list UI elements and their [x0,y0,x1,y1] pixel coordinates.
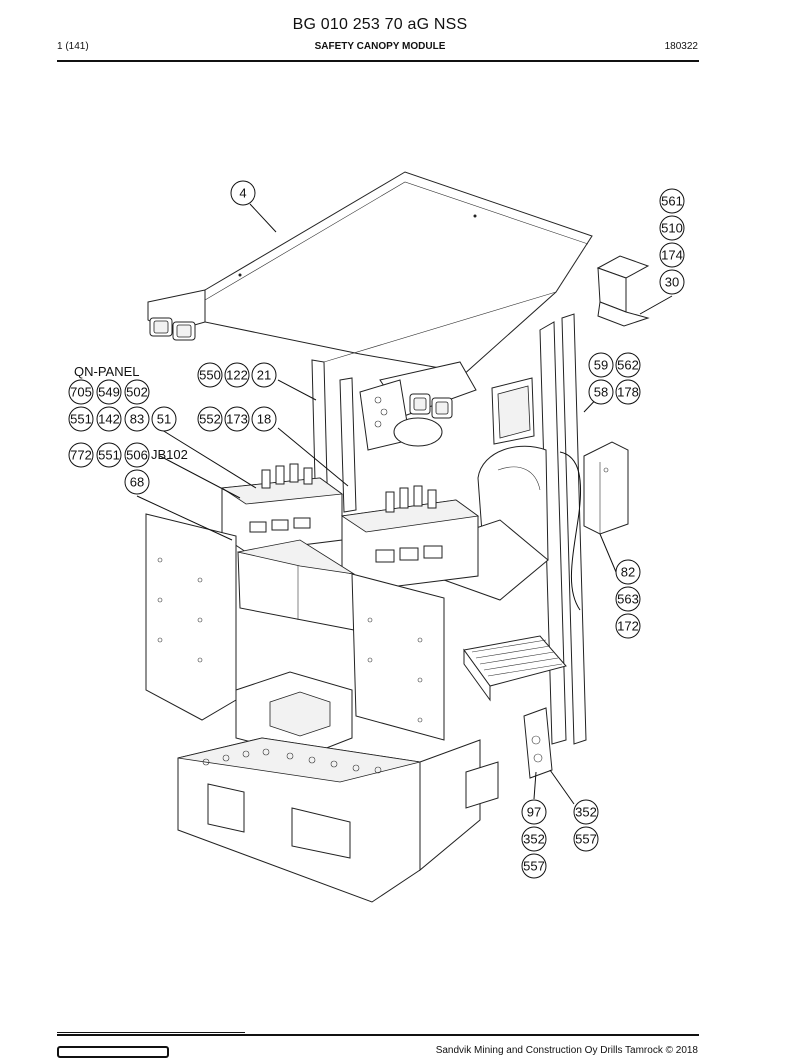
svg-text:51: 51 [157,412,171,427]
document-title: SAFETY CANOPY MODULE [314,41,446,52]
svg-text:561: 561 [661,194,683,209]
callout-58: 58 [588,379,614,405]
callout-352-a: 352 [573,799,599,825]
leader-lines [136,203,673,805]
callout-562: 562 [615,352,641,378]
callout-142: 142 [96,406,122,432]
battery-box [237,539,355,631]
callout-772: 772 [68,442,94,468]
svg-text:557: 557 [523,859,545,874]
svg-text:705: 705 [70,385,92,400]
svg-text:772: 772 [70,448,92,463]
callout-59: 59 [588,352,614,378]
callout-550: 550 [197,362,223,388]
svg-text:97: 97 [527,805,541,820]
callout-4: 4 [230,180,256,206]
svg-text:142: 142 [98,412,120,427]
svg-text:83: 83 [130,412,144,427]
callout-563: 563 [615,586,641,612]
svg-text:4: 4 [239,186,246,201]
hose [559,451,582,611]
step-grating [463,635,567,702]
callout-557-b: 557 [521,853,547,879]
svg-text:59: 59 [594,358,608,373]
svg-text:30: 30 [665,275,679,290]
svg-text:550: 550 [199,368,221,383]
sandvik-logo [57,1046,169,1058]
callout-549: 549 [96,379,122,405]
svg-text:352: 352 [523,832,545,847]
base-frame [177,737,499,903]
document-code: BG 010 253 70 aG NSS [292,16,468,33]
callout-557-a: 557 [573,826,599,852]
footer-copyright: Sandvik Mining and Construction Oy Drill… [435,1045,698,1056]
electrical-box [583,441,629,535]
callout-178: 178 [615,379,641,405]
callout-561: 561 [659,188,685,214]
svg-text:178: 178 [617,385,639,400]
svg-text:502: 502 [126,385,148,400]
svg-text:557: 557 [575,832,597,847]
svg-text:82: 82 [621,565,635,580]
footer-rule [57,1034,699,1036]
svg-text:173: 173 [226,412,248,427]
footer-rule-short [57,1032,245,1033]
callout-552: 552 [197,406,223,432]
mounting-bracket [596,255,650,327]
svg-text:68: 68 [130,475,144,490]
svg-text:18: 18 [257,412,271,427]
control-panel-right [340,485,480,591]
callout-82: 82 [615,559,641,585]
callout-83: 83 [124,406,150,432]
callout-18: 18 [251,406,277,432]
label-qn-panel: QN-PANEL [74,364,140,379]
svg-text:562: 562 [617,358,639,373]
callout-352-b: 352 [521,826,547,852]
callout-502: 502 [124,379,150,405]
svg-text:551: 551 [98,448,120,463]
label-jb102: JB102 [151,447,188,462]
callout-705: 705 [68,379,94,405]
header-rule [57,60,699,62]
svg-text:549: 549 [98,385,120,400]
callout-122: 122 [224,362,250,388]
callout-173: 173 [224,406,250,432]
svg-text:174: 174 [661,248,683,263]
svg-text:510: 510 [661,221,683,236]
svg-text:122: 122 [226,368,248,383]
display-screen [491,377,535,445]
callout-51: 51 [151,406,177,432]
callout-68: 68 [124,469,150,495]
callout-551-a: 551 [68,406,94,432]
dashboard [359,379,443,451]
callout-172: 172 [615,613,641,639]
svg-text:506: 506 [126,448,148,463]
svg-text:21: 21 [257,368,271,383]
svg-text:58: 58 [594,385,608,400]
page-number: 1 (141) [57,41,89,52]
svg-text:352: 352 [575,805,597,820]
document-date: 180322 [664,41,698,52]
frame-right-wall [351,573,445,741]
svg-text:551: 551 [70,412,92,427]
svg-text:563: 563 [617,592,639,607]
callout-21: 21 [251,362,277,388]
valve-block [523,707,553,779]
callout-510: 510 [659,215,685,241]
svg-text:552: 552 [199,412,221,427]
canopy-roof [147,171,593,377]
callout-174: 174 [659,242,685,268]
work-lights-front [149,317,196,341]
callout-30: 30 [659,269,685,295]
svg-text:172: 172 [617,619,639,634]
callout-97: 97 [521,799,547,825]
frame-left-wall [145,513,237,721]
callout-506: 506 [124,442,150,468]
callout-551-b: 551 [96,442,122,468]
floor-tray [235,671,353,757]
